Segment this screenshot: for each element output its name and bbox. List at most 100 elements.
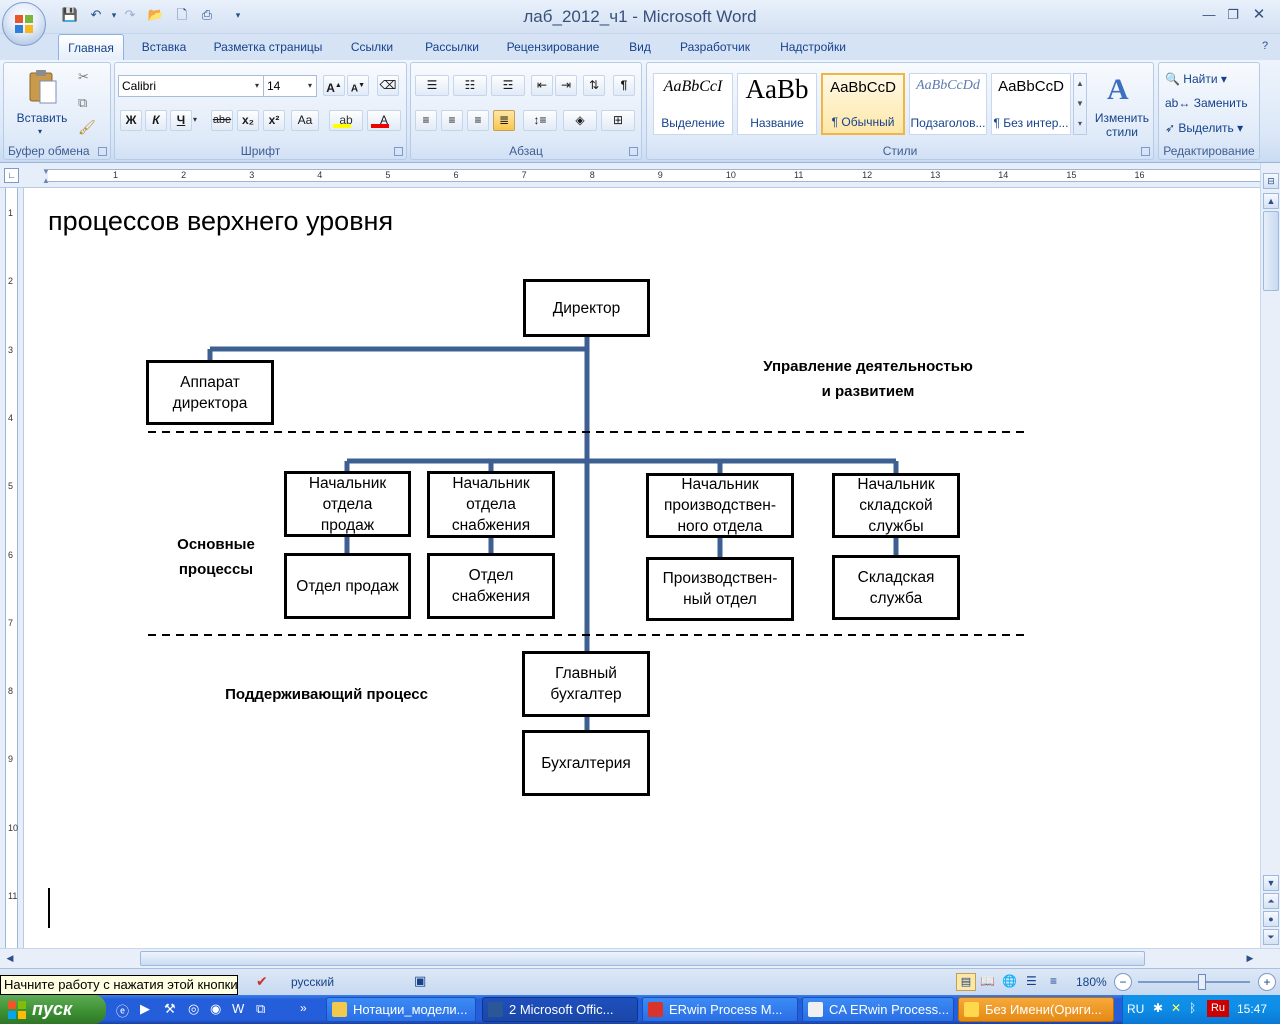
quicklaunch-tools-icon[interactable]: ⚒ [164, 1001, 176, 1016]
tab-review[interactable]: Рецензирование [506, 40, 600, 54]
web-layout-view-icon[interactable]: 🌐 [1002, 974, 1017, 988]
style-emphasis[interactable]: AaBbCcI Выделение [653, 73, 733, 135]
underline-dropdown-icon[interactable]: ▾ [193, 115, 198, 124]
redo-icon[interactable]: ↷ [124, 7, 136, 22]
input-language[interactable]: RU [1127, 1002, 1145, 1016]
help-icon[interactable]: ? [1262, 40, 1269, 52]
paragraph-launcher-icon[interactable] [629, 147, 638, 156]
increase-indent-button[interactable]: ⇥ [555, 75, 577, 96]
next-page-icon[interactable]: ⏷ [1263, 929, 1279, 945]
print-layout-view-icon[interactable]: ▤ [956, 973, 976, 991]
styles-gallery-scroll[interactable]: ▲▼▾ [1073, 73, 1087, 135]
office-button[interactable] [2, 2, 46, 46]
subscript-button[interactable]: x₂ [237, 110, 259, 131]
align-left-button[interactable]: ≡ [415, 110, 437, 131]
quicklaunch-ie-icon[interactable]: ⓔ [116, 1004, 130, 1019]
spellcheck-icon[interactable]: ✔ [256, 973, 268, 989]
quicklaunch-more-icon[interactable]: » [300, 1001, 307, 1015]
task-erwin-1[interactable]: ERwin Process M... [642, 997, 798, 1022]
start-button[interactable]: пуск [0, 995, 106, 1024]
tray-keyboard-layout[interactable]: Ru [1207, 1000, 1229, 1017]
save-icon[interactable]: 💾 [61, 7, 79, 22]
minimize-icon[interactable]: — [1202, 7, 1216, 22]
tray-antivirus-icon[interactable]: ✕ [1171, 1001, 1182, 1015]
close-icon[interactable]: ✕ [1252, 6, 1266, 23]
format-painter-icon[interactable]: 🖌 [78, 119, 96, 135]
browse-object-icon[interactable]: ● [1263, 911, 1279, 927]
quicklaunch-network-icon[interactable]: ⧉ [256, 1001, 266, 1016]
tab-developer[interactable]: Разработчик [680, 40, 750, 54]
task-untitled[interactable]: Без Имени(Ориги... [958, 997, 1114, 1022]
quicklaunch-media-icon[interactable]: ▶ [140, 1001, 150, 1016]
task-word[interactable]: 2 Microsoft Offic... [482, 997, 638, 1022]
reading-view-icon[interactable]: 📖 [980, 974, 995, 988]
tray-app-icon[interactable]: ✱ [1153, 1001, 1164, 1015]
previous-page-icon[interactable]: ⏶ [1263, 893, 1279, 909]
font-family-combo[interactable]: Calibri▾ [118, 75, 264, 97]
style-no-spacing[interactable]: AaBbCcD ¶ Без интер... [991, 73, 1071, 135]
task-erwin-2[interactable]: CA ERwin Process... [802, 997, 954, 1022]
zoom-out-icon[interactable]: − [1114, 973, 1132, 991]
font-launcher-icon[interactable] [394, 147, 403, 156]
change-styles-button[interactable]: A Изменить стили [1093, 69, 1151, 141]
ruler-toggle-icon[interactable]: ⊟ [1263, 173, 1279, 189]
underline-button[interactable]: Ч [170, 110, 192, 131]
print-icon[interactable]: ⎙ [201, 7, 213, 22]
tab-addins[interactable]: Надстройки [780, 40, 846, 54]
bullets-button[interactable]: ☰ [415, 75, 449, 96]
style-title[interactable]: AaBb Название [737, 73, 817, 135]
justify-button[interactable]: ≣ [493, 110, 515, 131]
scroll-right-icon[interactable]: ▶ [1246, 953, 1254, 963]
cut-icon[interactable]: ✂ [78, 69, 89, 84]
decrease-indent-button[interactable]: ⇤ [531, 75, 553, 96]
quicklaunch-opera-icon[interactable]: ◎ [188, 1001, 200, 1016]
zoom-in-icon[interactable]: + [1258, 973, 1276, 991]
line-spacing-button[interactable]: ↕≡ [523, 110, 557, 131]
align-center-button[interactable]: ≡ [441, 110, 463, 131]
tab-insert[interactable]: Вставка [141, 40, 187, 54]
strikethrough-button[interactable]: abe [211, 110, 233, 131]
font-color-button[interactable]: A [367, 110, 401, 131]
quicklaunch-chrome-icon[interactable]: ◉ [210, 1001, 222, 1016]
undo-icon[interactable]: ↶ [90, 7, 102, 22]
indent-marker-icon[interactable]: ▼▲ [42, 167, 50, 185]
style-normal[interactable]: AaBbCcD ¶ Обычный [821, 73, 905, 135]
numbering-button[interactable]: ☷ [453, 75, 487, 96]
superscript-button[interactable]: x² [263, 110, 285, 131]
language-indicator[interactable]: русский [291, 975, 335, 989]
outline-view-icon[interactable]: ☰ [1026, 974, 1037, 988]
multilevel-list-button[interactable]: ☲ [491, 75, 525, 96]
italic-button[interactable]: К [145, 110, 167, 131]
zoom-level[interactable]: 180% [1076, 975, 1107, 989]
borders-button[interactable]: ⊞ [601, 110, 635, 131]
horizontal-scrollbar[interactable]: ◀ ▶ [0, 948, 1280, 968]
align-right-button[interactable]: ≡ [467, 110, 489, 131]
undo-dropdown-icon[interactable]: ▾ [111, 10, 117, 20]
restore-icon[interactable]: ❐ [1227, 7, 1239, 22]
bold-button[interactable]: Ж [120, 110, 142, 131]
open-icon[interactable]: 📂 [147, 7, 165, 22]
scroll-thumb[interactable] [140, 951, 1145, 966]
select-button[interactable]: ➶ Выделить ▾ [1165, 121, 1244, 135]
scroll-down-icon[interactable]: ▼ [1263, 875, 1279, 891]
sort-button[interactable]: ⇅ [583, 75, 605, 96]
tab-page-layout[interactable]: Разметка страницы [213, 40, 323, 54]
styles-launcher-icon[interactable] [1141, 147, 1150, 156]
show-marks-button[interactable]: ¶ [613, 75, 635, 96]
tab-view[interactable]: Вид [629, 40, 651, 54]
shrink-font-button[interactable]: A▼ [347, 75, 369, 96]
font-size-combo[interactable]: 14▾ [263, 75, 317, 97]
qat-customize-icon[interactable]: ▾ [235, 10, 241, 20]
paste-button[interactable]: Вставить ▾ [10, 67, 74, 141]
zoom-slider-track[interactable] [1138, 981, 1250, 983]
tab-selector-icon[interactable]: ∟ [4, 168, 19, 183]
shading-button[interactable]: ◈ [563, 110, 597, 131]
vertical-scrollbar[interactable]: ⊟ ▲ ▼ ⏶ ● ⏷ [1260, 163, 1280, 948]
tab-home[interactable]: Главная [58, 34, 124, 60]
document-page[interactable]: процессов верхнего уровня [24, 188, 1260, 948]
scroll-up-icon[interactable]: ▲ [1263, 193, 1279, 209]
tab-mailings[interactable]: Рассылки [425, 40, 479, 54]
new-document-icon[interactable]: 🗋 [176, 7, 188, 22]
scroll-thumb[interactable] [1263, 211, 1279, 291]
quicklaunch-word-icon[interactable]: W [232, 1001, 245, 1016]
